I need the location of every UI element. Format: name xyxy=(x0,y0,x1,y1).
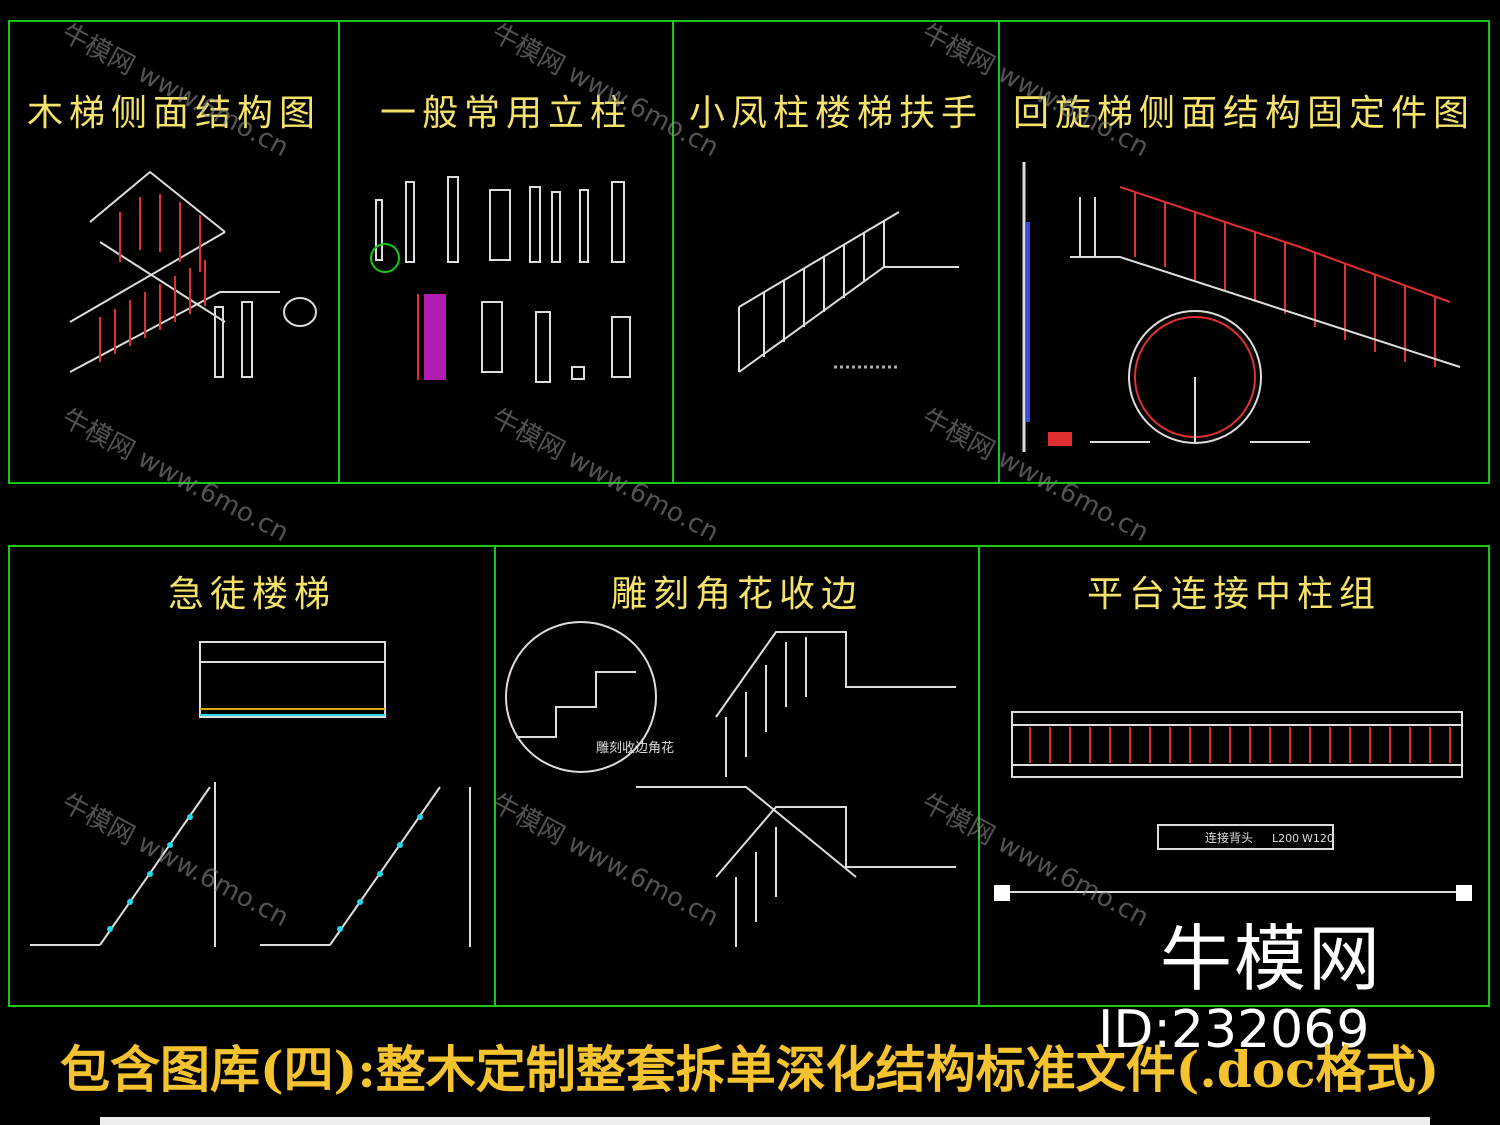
spec-w: W120 xyxy=(1302,832,1334,845)
footer-caption: 包含图库(四):整木定制整套拆单深化结构标准文件(.doc格式) xyxy=(60,1040,1440,1099)
panel-title: 木梯侧面结构图 xyxy=(26,93,321,134)
steep-stair-drawing xyxy=(30,641,471,947)
panel-title: 回旋梯侧面结构固定件图 xyxy=(1012,93,1475,134)
panel-carved-corner-trim: 雕刻角花收边 雕刻收边角花 xyxy=(494,545,980,1007)
panel-steep-stair: 急徒楼梯 xyxy=(8,545,496,1007)
posts-drawing xyxy=(370,176,631,383)
id-tag: ID:232069 xyxy=(1098,1000,1370,1060)
stair-side-drawing xyxy=(69,170,317,378)
spec-text: 连接背头 xyxy=(1205,830,1253,845)
panel-title: 小凤柱楼梯扶手 xyxy=(688,93,983,134)
handrail-drawing xyxy=(738,211,959,373)
panel-small-phoenix-handrail: 小凤柱楼梯扶手 xyxy=(672,20,1000,484)
panel-title: 雕刻角花收边 xyxy=(610,574,863,615)
platform-posts-drawing: 连接背头 L200 W120 xyxy=(994,711,1472,901)
panel-wood-stair-side: 木梯侧面结构图 xyxy=(8,20,340,484)
panel-platform-center-posts: 平台连接中柱组 连接背头 L200 W120 xyxy=(978,545,1490,1007)
panel-title: 平台连接中柱组 xyxy=(1086,574,1381,615)
panel-spiral-stair-fixtures: 回旋梯侧面结构固定件图 xyxy=(998,20,1490,484)
brand-logo-text: 牛模网 xyxy=(1160,917,1383,1001)
carved-trim-drawing: 雕刻收边角花 xyxy=(505,621,956,947)
bottom-bar xyxy=(100,1117,1430,1125)
panel-title: 急徒楼梯 xyxy=(167,574,336,615)
panel-common-posts: 一般常用立柱 xyxy=(338,20,674,484)
spiral-stair-drawing xyxy=(1022,162,1461,452)
panel-title: 一般常用立柱 xyxy=(379,93,632,134)
carve-note: 雕刻收边角花 xyxy=(596,740,674,756)
spec-l: L200 xyxy=(1272,832,1299,845)
